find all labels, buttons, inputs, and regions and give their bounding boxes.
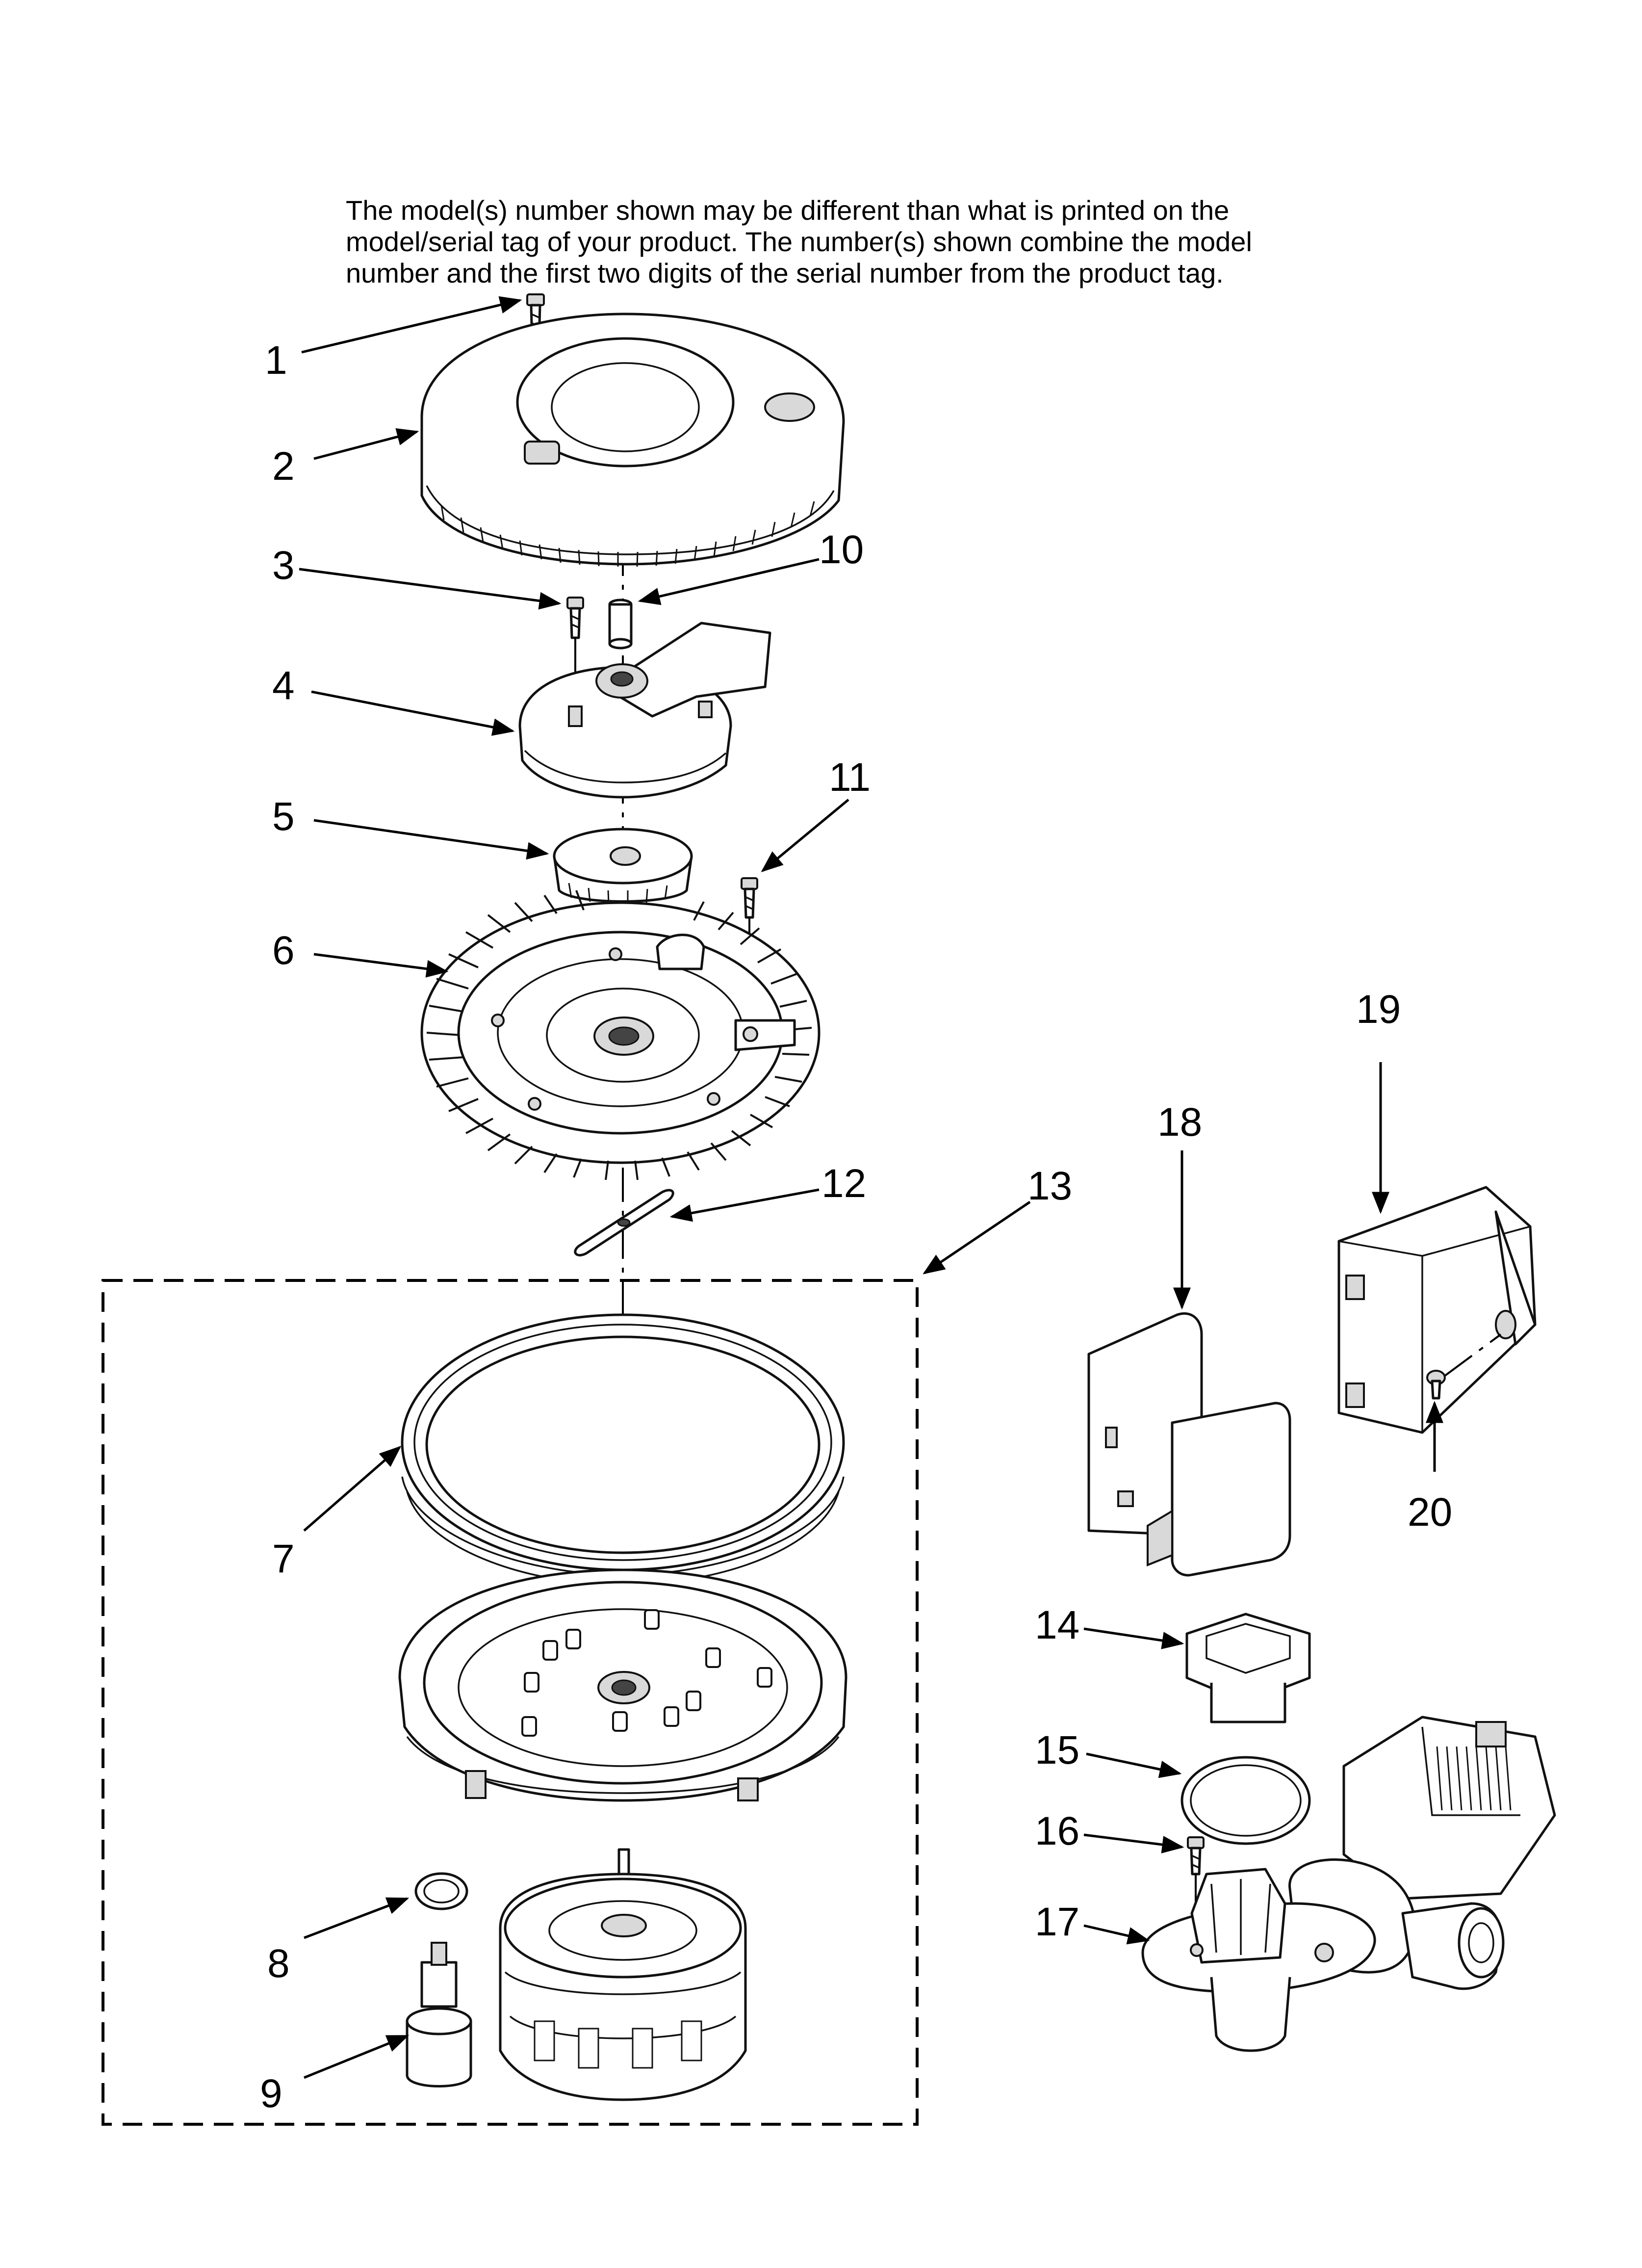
- callout-14: 14: [1035, 1603, 1079, 1647]
- callout-1: 1: [265, 338, 287, 383]
- junction-box-icon: [1337, 1186, 1537, 1434]
- pump-housing-icon: [518, 622, 771, 799]
- leader-lines: [299, 296, 1443, 2079]
- motor-icon: [499, 1848, 747, 2101]
- callout-15: 15: [1035, 1728, 1079, 1773]
- callout-12: 12: [821, 1161, 866, 1206]
- heatsink-plate-icon: [420, 890, 821, 1180]
- callout-6: 6: [272, 928, 295, 973]
- callout-4: 4: [272, 663, 295, 708]
- notice-line-3: number and the first two digits of the s…: [346, 258, 1224, 288]
- callout-19: 19: [1356, 987, 1401, 1032]
- callout-2: 2: [272, 444, 295, 489]
- o-ring-icon: [1180, 1756, 1311, 1845]
- callout-9: 9: [260, 2071, 282, 2116]
- callout-8: 8: [267, 1941, 290, 1986]
- pin-icon: [608, 599, 633, 650]
- callout-20: 20: [1408, 1490, 1452, 1535]
- o-ring-icon: [414, 1872, 468, 1910]
- screw-icon: [1426, 1370, 1446, 1400]
- callout-7: 7: [272, 1537, 295, 1581]
- callout-18: 18: [1157, 1100, 1202, 1145]
- model-number-notice: The model(s) number shown may be differe…: [346, 195, 1252, 288]
- drain-pump-icon: [1141, 1716, 1556, 2052]
- assembly-kit-outline: [102, 1279, 919, 2126]
- screw-icon: [1187, 1836, 1205, 1876]
- screw-icon: [566, 597, 584, 639]
- callout-3: 3: [272, 543, 295, 588]
- screw-icon: [741, 877, 758, 919]
- bracket-icon: [1087, 1312, 1291, 1577]
- callout-5: 5: [272, 794, 295, 839]
- adapter-icon: [1185, 1613, 1311, 1723]
- callout-17: 17: [1035, 1900, 1079, 1944]
- notice-line-1: The model(s) number shown may be differe…: [346, 195, 1229, 226]
- callout-16: 16: [1035, 1809, 1079, 1853]
- seal-ring-icon: [401, 1313, 845, 1586]
- notice-line-2: model/serial tag of your product. The nu…: [346, 226, 1252, 257]
- chopper-blade-icon: [574, 1189, 674, 1257]
- sump-icon: [398, 1568, 847, 1802]
- callout-11: 11: [829, 755, 871, 800]
- callout-10: 10: [819, 527, 864, 572]
- pump-cover-icon: [420, 313, 845, 567]
- sensor-icon: [406, 1942, 472, 2087]
- callout-numbers: 1 2 3 4 5 6 7 8 9 10 11 12 13 14 15 16 1…: [260, 338, 1452, 2116]
- impeller-icon: [553, 828, 693, 904]
- callout-13: 13: [1027, 1164, 1072, 1208]
